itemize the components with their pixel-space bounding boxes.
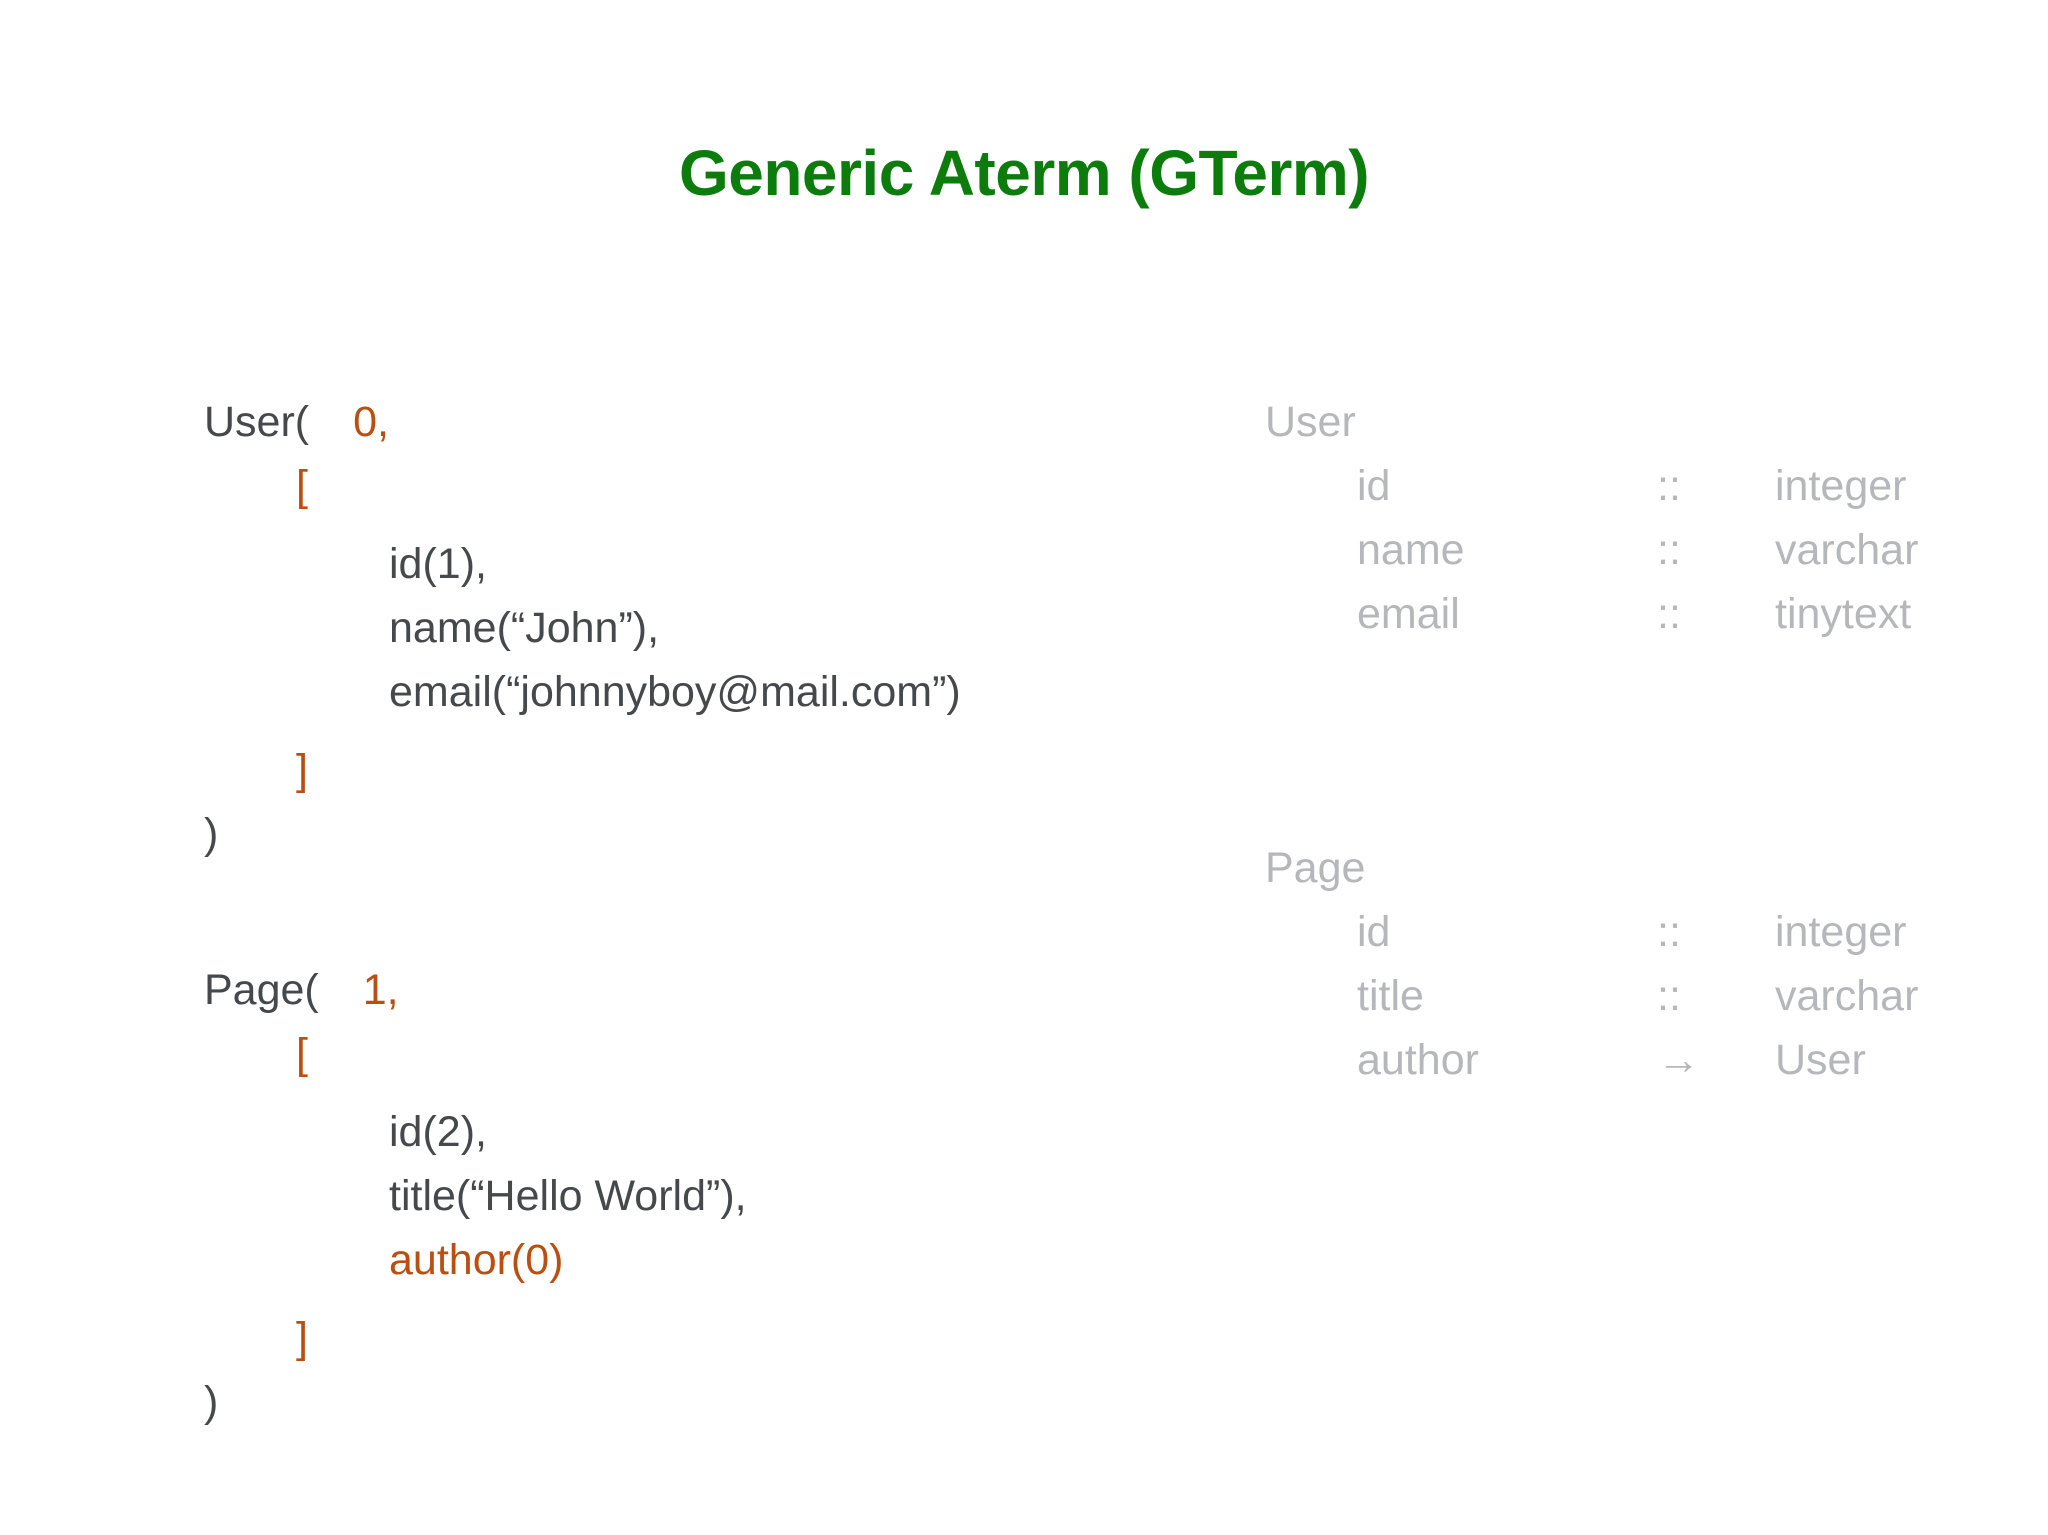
- gterm-page-id-value: 1,: [362, 966, 399, 1014]
- gterm-page-close-paren: ): [204, 1378, 219, 1426]
- gterm-user-close-bracket-line: ]: [204, 738, 1144, 802]
- gterm-block-page: Page( 1, [ id(2), title(“Hello World”), a…: [204, 958, 1144, 1434]
- gterm-page-field-1: title(“Hello World”),: [204, 1164, 1144, 1228]
- gterm-page-field-0-text: id(2),: [389, 1108, 487, 1156]
- gterm-page-spacer-2: [204, 1292, 1144, 1306]
- schema-page-row-0-separator: ::: [1657, 908, 1681, 956]
- gterm-user-constructor: User(: [204, 398, 310, 446]
- schema-block-user: User id :: integer name :: varchar email…: [1265, 390, 1965, 646]
- gterm-user-field-1-text: name(“John”),: [389, 604, 660, 652]
- gterm-user-field-0-text: id(1),: [389, 540, 487, 588]
- gterm-page-header-line: Page( 1,: [204, 958, 1144, 1022]
- schema-page-row-2-field: author: [1357, 1036, 1479, 1084]
- schema-page-row-1: title :: varchar: [1265, 964, 1965, 1028]
- schema-page-name: Page: [1265, 844, 1366, 892]
- gterm-user-field-1: name(“John”),: [204, 596, 1144, 660]
- schema-user-name: User: [1265, 398, 1356, 446]
- gterm-user-spacer-2: [204, 724, 1144, 738]
- schema-page-row-1-separator: ::: [1657, 972, 1681, 1020]
- gterm-user-id-value: 0,: [353, 398, 389, 446]
- gterm-user-spacer: [204, 518, 1144, 532]
- schema-user-row-2-type: tinytext: [1775, 590, 1912, 638]
- schema-page-row-0: id :: integer: [1265, 900, 1965, 964]
- gterm-user-field-0: id(1),: [204, 532, 1144, 596]
- gterm-code-column: User( 0, [ id(1), name(“John”), email(“jo…: [204, 390, 1144, 1434]
- schema-block-page: Page id :: integer title :: varchar auth…: [1265, 836, 1965, 1092]
- schema-user-row-0: id :: integer: [1265, 454, 1965, 518]
- gterm-page-open-bracket: [: [296, 1030, 308, 1078]
- schema-page-row-2-type: User: [1775, 1036, 1866, 1084]
- schema-page-row-2: author → User: [1265, 1028, 1965, 1092]
- schema-user-row-0-field: id: [1357, 462, 1391, 510]
- gterm-page-field-2: author(0): [204, 1228, 1144, 1292]
- gterm-page-constructor: Page(: [204, 966, 319, 1014]
- page-title: Generic Aterm (GTerm): [678, 137, 1370, 209]
- gterm-user-open-bracket-line: [: [204, 454, 1144, 518]
- gterm-page-field-1-text: title(“Hello World”),: [389, 1172, 747, 1220]
- gterm-page-field-0: id(2),: [204, 1100, 1144, 1164]
- schema-page-row-1-field: title: [1357, 972, 1424, 1020]
- gterm-user-field-2-text: email(“johnnyboy@mail.com”): [389, 668, 961, 716]
- slide-content: User( 0, [ id(1), name(“John”), email(“jo…: [0, 390, 2048, 1426]
- schema-page-row-0-field: id: [1357, 908, 1391, 956]
- gterm-user-close-paren-line: ): [204, 802, 1144, 866]
- gterm-page-open-bracket-line: [: [204, 1022, 1144, 1086]
- schema-user-row-1-type: varchar: [1775, 526, 1919, 574]
- schema-user-row-2-field: email: [1357, 590, 1460, 638]
- schema-user-row-1: name :: varchar: [1265, 518, 1965, 582]
- gterm-page-close-bracket: ]: [296, 1314, 308, 1362]
- schema-user-row-1-separator: ::: [1657, 526, 1681, 574]
- schema-user-row-0-separator: ::: [1657, 462, 1681, 510]
- schema-user-row-2-separator: ::: [1657, 590, 1681, 638]
- gterm-page-close-paren-line: ): [204, 1370, 1144, 1434]
- schema-page-row-1-type: varchar: [1775, 972, 1919, 1020]
- gterm-user-field-2: email(“johnnyboy@mail.com”): [204, 660, 1144, 724]
- schema-user-row-2: email :: tinytext: [1265, 582, 1965, 646]
- gterm-block-user: User( 0, [ id(1), name(“John”), email(“jo…: [204, 390, 1144, 866]
- gterm-user-open-bracket: [: [296, 462, 308, 510]
- gterm-user-close-bracket: ]: [296, 746, 308, 794]
- gterm-user-header-line: User( 0,: [204, 390, 1144, 454]
- schema-reference-column: User id :: integer name :: varchar email…: [1265, 390, 1965, 1092]
- schema-page-row-2-separator: →: [1657, 1036, 1700, 1084]
- gterm-page-field-2-text: author(0): [389, 1236, 564, 1284]
- gterm-page-close-bracket-line: ]: [204, 1306, 1144, 1370]
- schema-page-row-0-type: integer: [1775, 908, 1907, 956]
- gterm-user-close-paren: ): [204, 810, 219, 858]
- gterm-page-spacer: [204, 1086, 1144, 1100]
- schema-user-row-0-type: integer: [1775, 462, 1907, 510]
- schema-user-row-1-field: name: [1357, 526, 1465, 574]
